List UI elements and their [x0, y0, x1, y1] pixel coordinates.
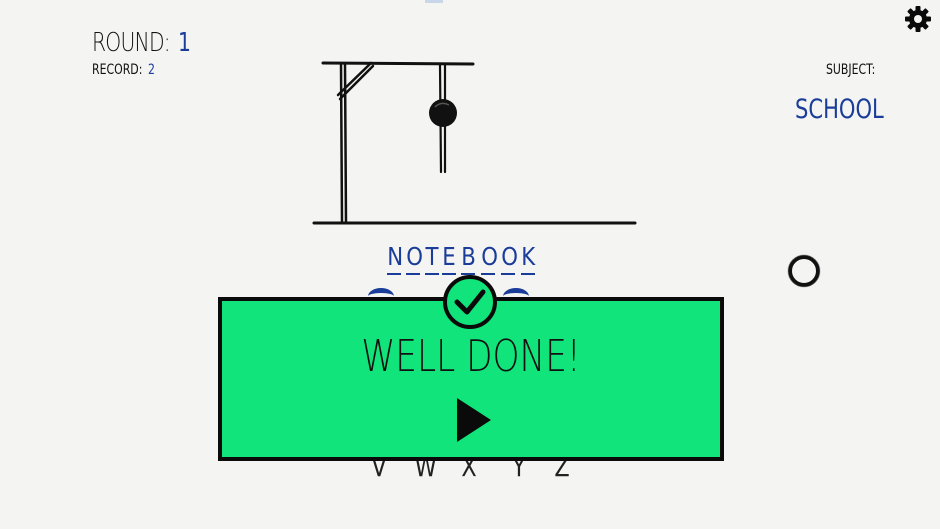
gallows-brace: [336, 61, 375, 101]
play-icon: [457, 398, 491, 442]
word-letter: E: [442, 242, 456, 271]
subject-value: SCHOOL: [795, 94, 884, 125]
top-tab-indicator: [425, 0, 443, 3]
letter-slot: [521, 273, 535, 275]
word-letter: N: [387, 242, 404, 271]
hidden-letter-arc: [503, 288, 529, 305]
letter-slot: [425, 273, 439, 275]
letter-slot: [481, 273, 495, 275]
letter-slot: [442, 273, 456, 275]
word-letter: T: [425, 242, 439, 271]
letter-slot: [406, 273, 420, 275]
gear-icon: [905, 6, 931, 32]
solved-word: N O T E B O O K: [386, 242, 546, 278]
banner-title: WELL DONE!: [361, 331, 581, 382]
gallows-drawing: [312, 61, 637, 225]
letter-slot: [387, 273, 401, 275]
hangman-head: [429, 99, 457, 127]
word-letter: O: [501, 242, 518, 271]
letter-slot: [501, 273, 515, 275]
success-badge: [442, 274, 498, 330]
word-letter: O: [406, 242, 423, 271]
gallows-beam: [321, 61, 475, 66]
record-label: RECORD:: [92, 62, 143, 78]
hint-button[interactable]: [787, 254, 821, 288]
record-value: 2: [148, 62, 155, 78]
round-label: ROUND:: [92, 28, 171, 58]
subject-label: SUBJECT:: [826, 62, 876, 78]
round-value: 1: [178, 28, 191, 58]
word-letter: O: [481, 242, 498, 271]
settings-button[interactable]: [903, 4, 933, 34]
checkmark-icon: [443, 275, 497, 329]
hidden-letter-arc: [368, 288, 394, 305]
letter-slot: [461, 273, 475, 275]
circle-icon: [787, 254, 821, 288]
word-letter: K: [521, 242, 536, 271]
next-round-button[interactable]: [454, 395, 494, 445]
word-letter: B: [461, 242, 476, 271]
